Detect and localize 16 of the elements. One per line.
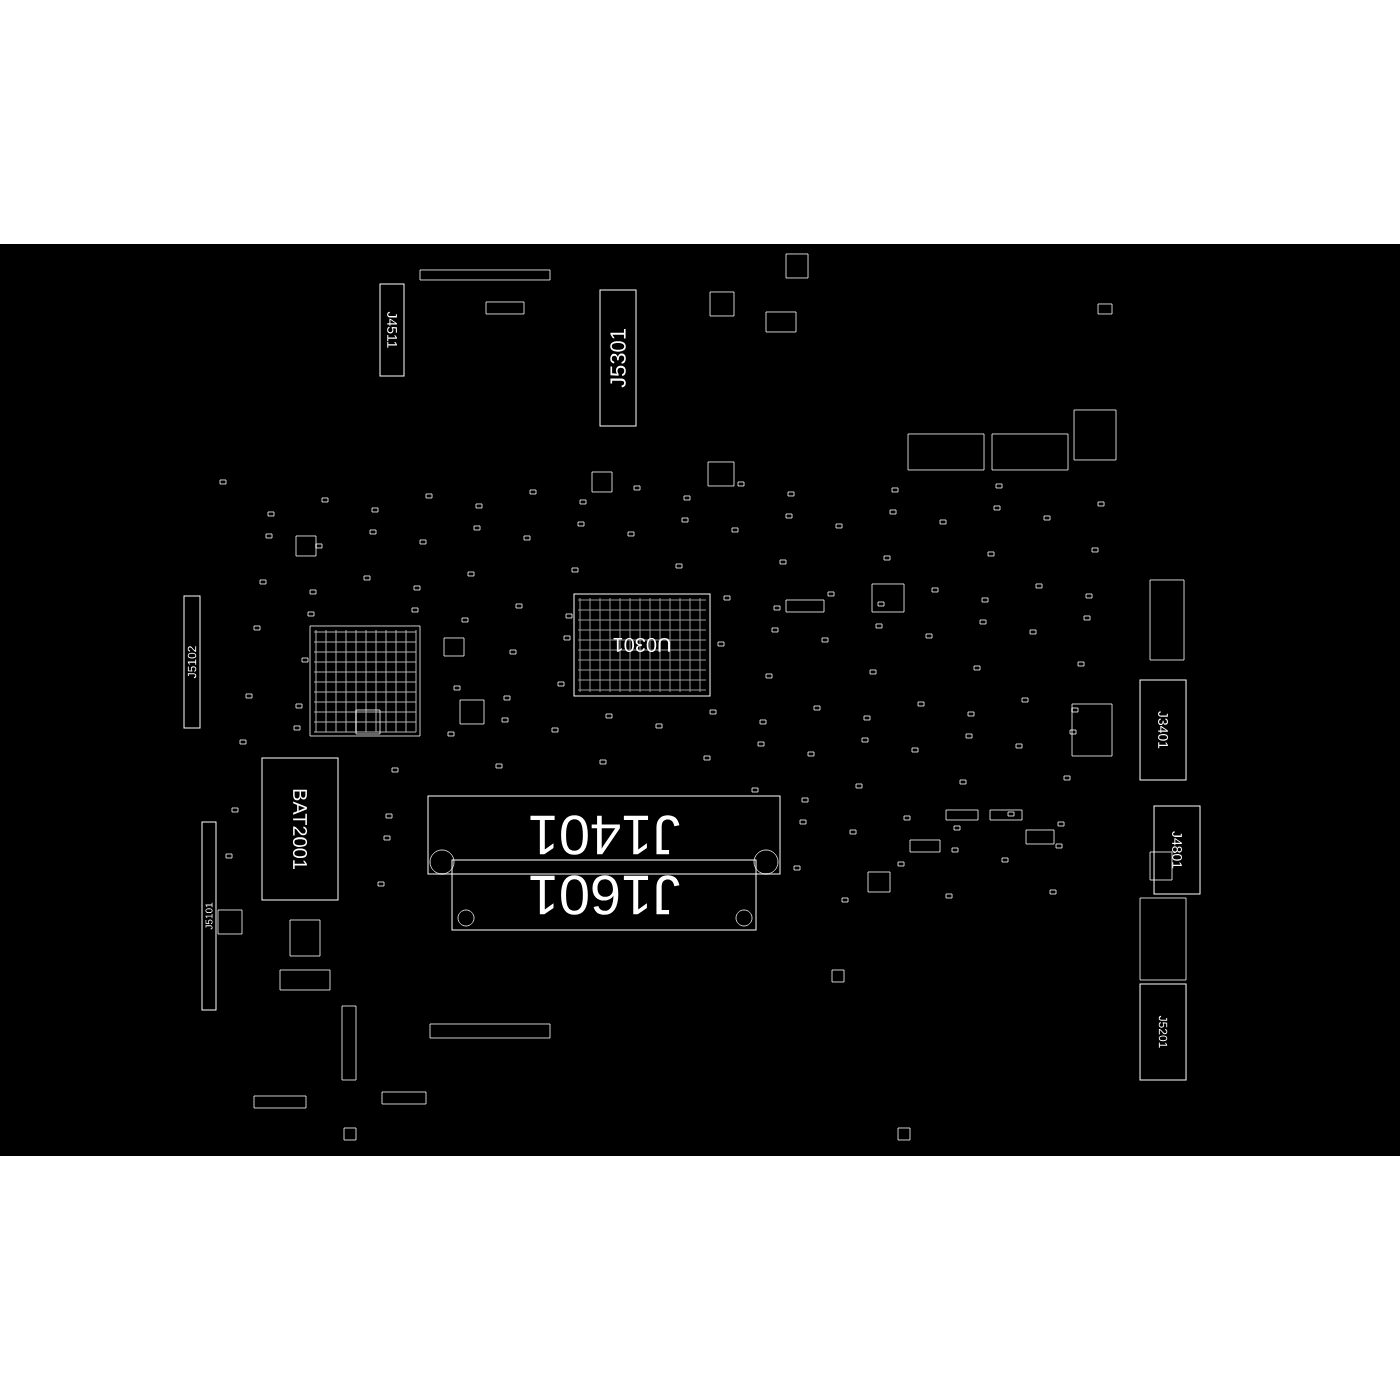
component-outline bbox=[379, 283, 405, 377]
component-outline bbox=[201, 821, 217, 1011]
component-outline bbox=[573, 593, 711, 697]
reference-designator: BAT2001 bbox=[292, 789, 308, 869]
component-outline bbox=[1139, 679, 1187, 781]
component-outline bbox=[183, 595, 201, 729]
reference-designator: U0301 bbox=[613, 637, 670, 653]
reference-designator: J1601 bbox=[530, 875, 680, 915]
component-outline bbox=[1139, 983, 1187, 1081]
component-outline bbox=[261, 757, 339, 901]
reference-designator: J5301 bbox=[610, 329, 626, 388]
component-outline bbox=[599, 289, 637, 427]
component-outline bbox=[427, 795, 781, 875]
reference-designator: J1401 bbox=[530, 815, 680, 855]
component-outline bbox=[451, 859, 757, 931]
component-outline bbox=[1153, 805, 1201, 895]
